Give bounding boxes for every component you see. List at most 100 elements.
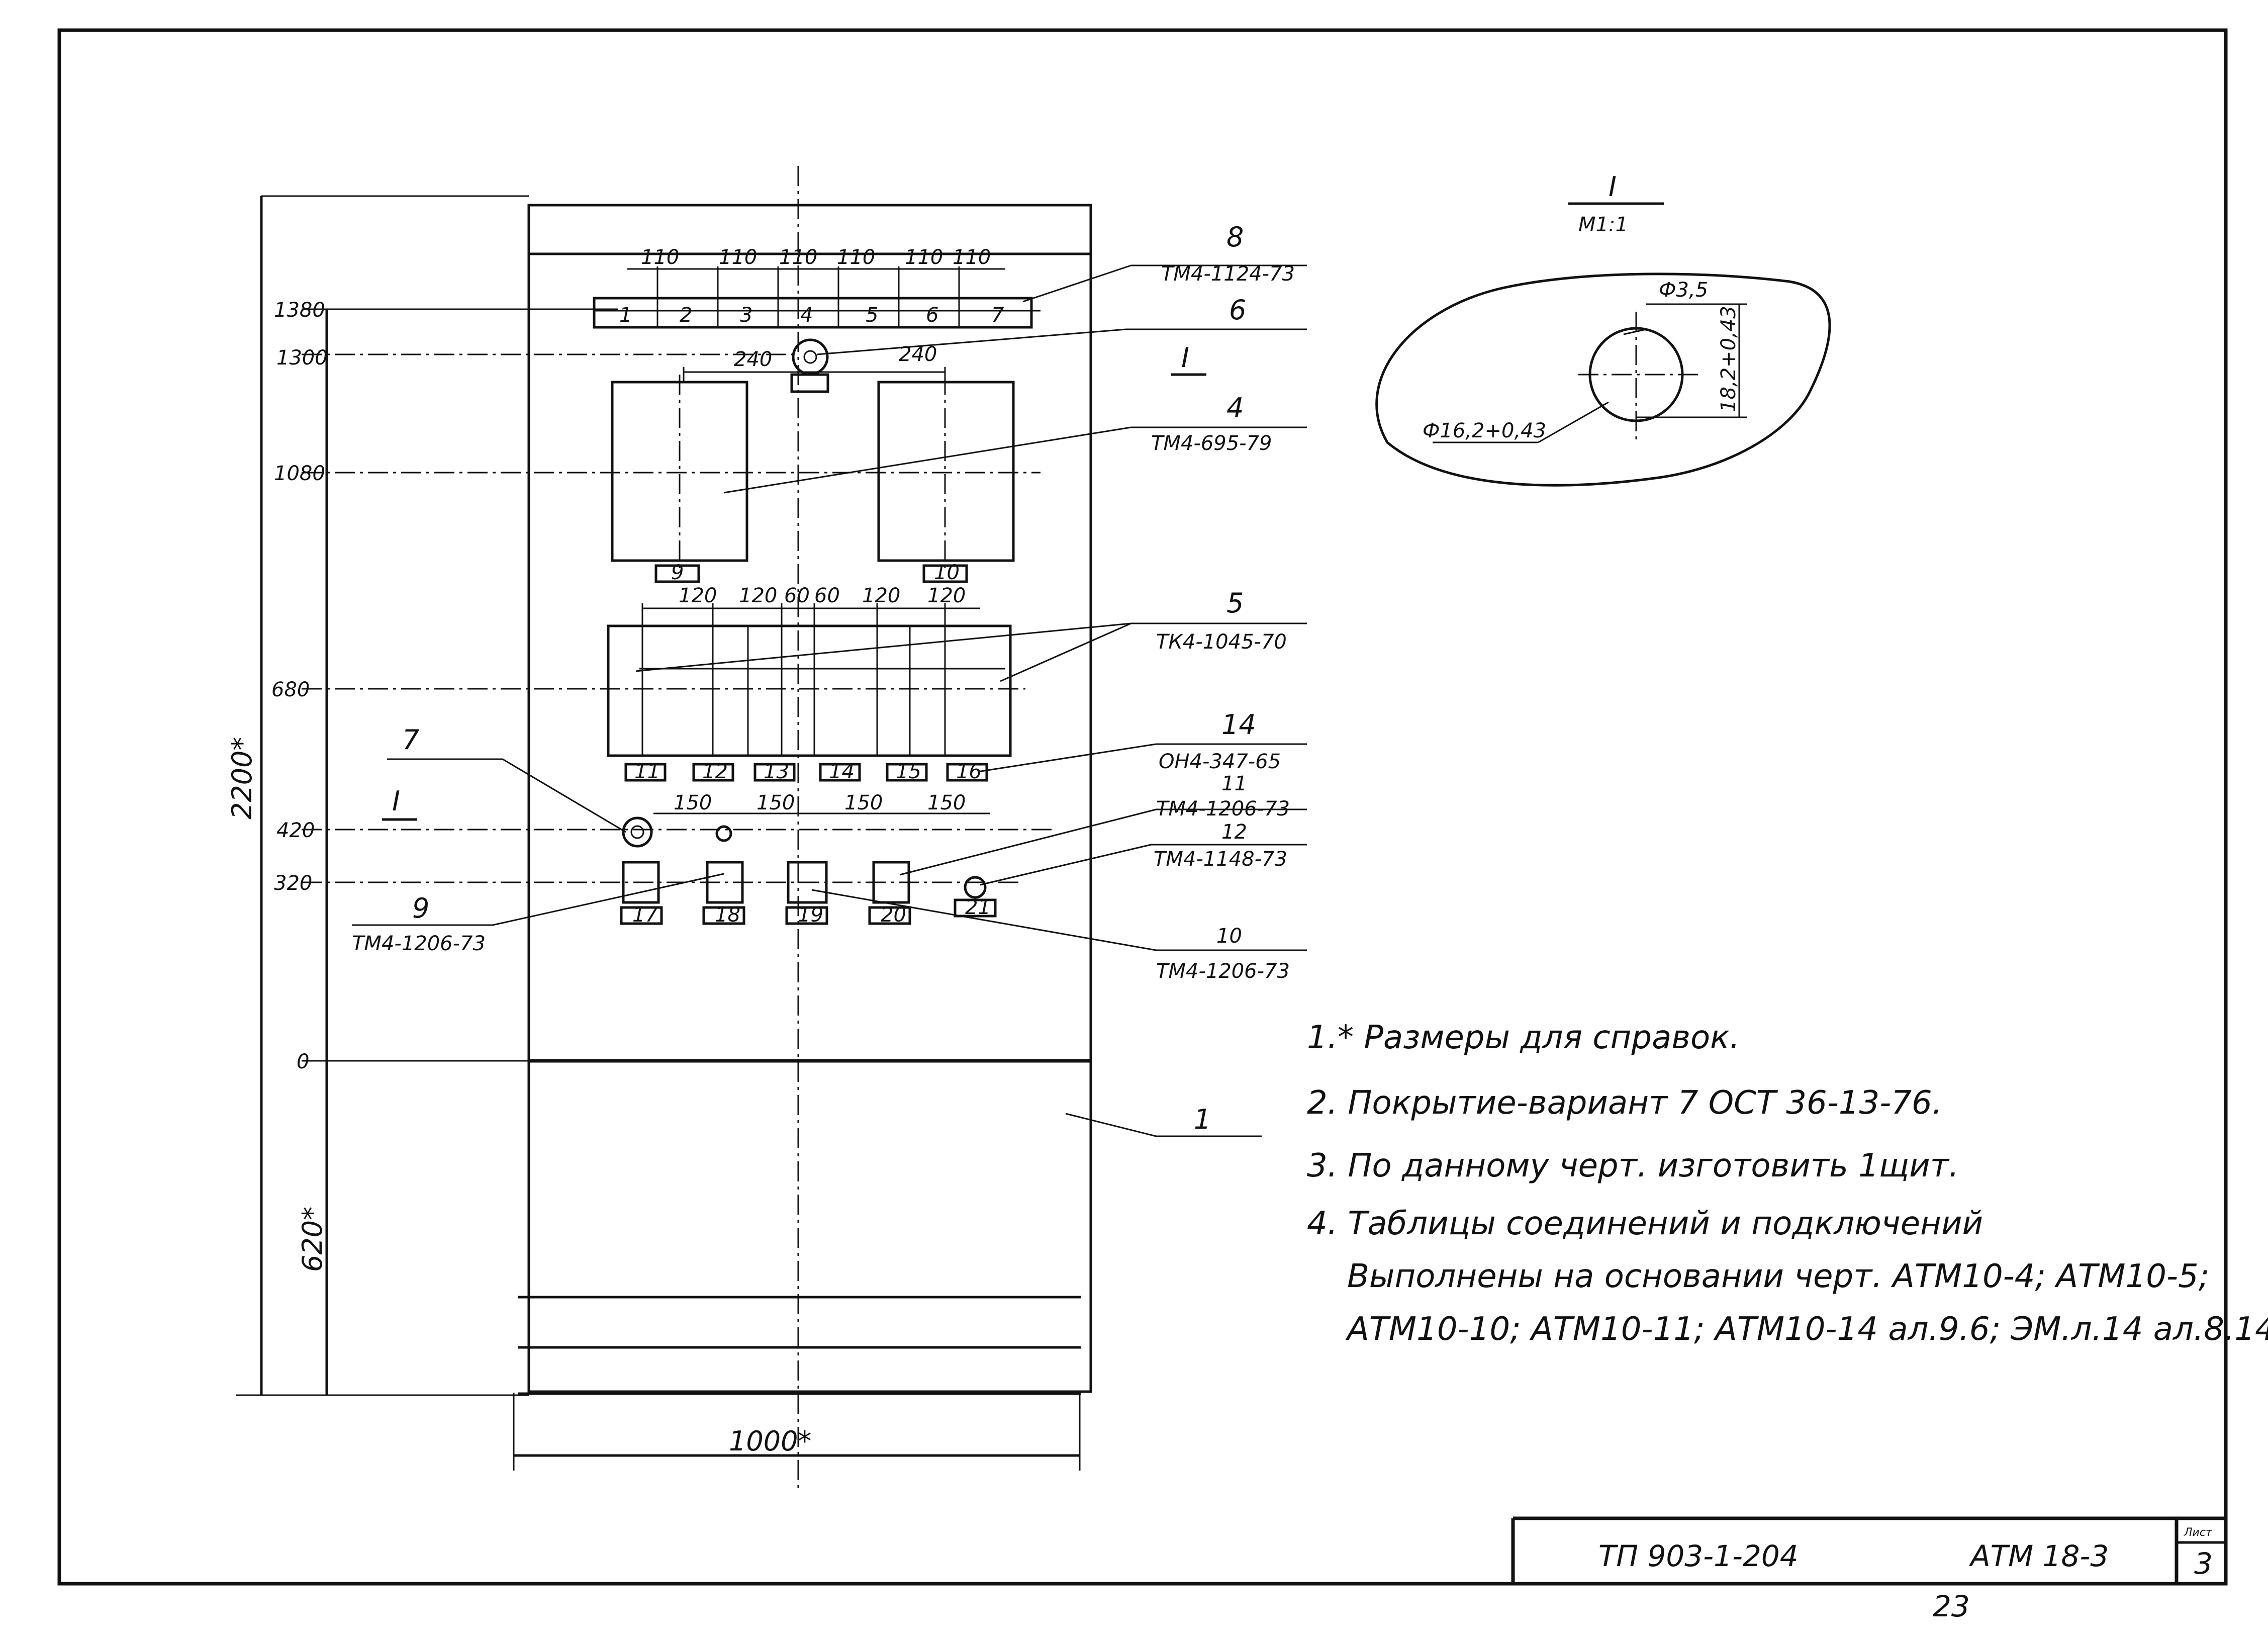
spacing-label: 110 bbox=[641, 246, 679, 269]
box-tag: 10 bbox=[934, 561, 960, 584]
modules-row bbox=[607, 603, 1012, 782]
callout-leaders bbox=[352, 264, 1307, 1137]
terminal-item: 6 bbox=[926, 304, 938, 327]
sheet-number: 3 bbox=[2194, 1546, 2213, 1581]
callout-number: 9 bbox=[412, 892, 429, 924]
panel-front-view bbox=[518, 166, 1092, 1488]
spacing-label: 120 bbox=[739, 584, 777, 607]
module-tag: 16 bbox=[956, 760, 982, 783]
bottom-tag: 21 bbox=[965, 896, 991, 919]
spacing-label: 60 bbox=[784, 584, 810, 607]
module-tag: 13 bbox=[764, 760, 789, 783]
callout-ref: ТМ4-1124-73 bbox=[1161, 262, 1295, 286]
title-block bbox=[1511, 1516, 2226, 1584]
bottom-tag: 19 bbox=[798, 903, 823, 927]
detail-key-dim: 18,2+0,43 bbox=[1717, 306, 1740, 412]
spacing-label: 150 bbox=[674, 791, 712, 814]
detail-hole-small: Ф3,5 bbox=[1659, 279, 1708, 302]
callout-number: 7 bbox=[402, 724, 419, 756]
base-height-dimension: 620* bbox=[297, 1207, 328, 1272]
note-2: 2. Покрытие-вариант 7 ОСТ 36-13-76. bbox=[1307, 1084, 1942, 1122]
callout-ref: ТМ4-1206-73 bbox=[352, 932, 486, 955]
terminal-item: 3 bbox=[740, 304, 752, 327]
note-4-line2: Выполнены на основании черт. АТМ10-4; АТ… bbox=[1347, 1258, 2209, 1295]
detail-view bbox=[1375, 202, 1831, 487]
spacing-label: 240 bbox=[734, 348, 772, 371]
module-tag: 14 bbox=[829, 760, 855, 783]
spacing-label: 120 bbox=[862, 584, 900, 607]
level-label: 420 bbox=[276, 819, 315, 842]
callout-ref: ТК4-1045-70 bbox=[1156, 630, 1287, 654]
terminal-item: 4 bbox=[800, 304, 813, 327]
callout-number: 1 bbox=[1194, 1104, 1211, 1135]
callout-ref: ТМ4-695-79 bbox=[1151, 432, 1272, 455]
spacing-label: 120 bbox=[927, 584, 966, 607]
spacing-label: 150 bbox=[927, 791, 966, 814]
spacing-label: 110 bbox=[953, 246, 991, 269]
note-3: 3. По данному черт. изготовить 1щит. bbox=[1307, 1147, 1959, 1185]
spacing-label: 60 bbox=[814, 584, 840, 607]
section-mark-label: I bbox=[1181, 342, 1189, 374]
lamps-row bbox=[622, 812, 990, 848]
height-dimension: 2200* bbox=[226, 737, 258, 820]
box-tag: 9 bbox=[671, 561, 684, 584]
terminal-item: 7 bbox=[991, 304, 1004, 327]
spacing-label: 120 bbox=[679, 584, 717, 607]
vertical-dimensions bbox=[236, 195, 1056, 1396]
level-label: 320 bbox=[274, 872, 312, 895]
bottom-tag: 20 bbox=[881, 903, 906, 927]
detail-hole-big: Ф16,2+0,43 bbox=[1423, 419, 1546, 442]
spacing-label: 110 bbox=[837, 246, 875, 269]
callout-ref: ТМ4-1148-73 bbox=[1154, 848, 1287, 871]
section-mark bbox=[382, 373, 1206, 821]
level-label: 0 bbox=[297, 1050, 309, 1073]
bottom-tag: 17 bbox=[632, 903, 658, 927]
level-label: 1080 bbox=[274, 462, 325, 485]
callout-number: 4 bbox=[1226, 392, 1244, 424]
terminal-item: 1 bbox=[619, 304, 632, 327]
sheet-code: АТМ 18-3 bbox=[1968, 1539, 2109, 1573]
callout-ref: ОН4-347-65 bbox=[1159, 750, 1281, 773]
width-dimension: 1000* bbox=[513, 1393, 1081, 1471]
callout-number: 8 bbox=[1226, 221, 1244, 253]
sheet-frame bbox=[57, 28, 2228, 1586]
module-tag: 15 bbox=[896, 760, 921, 783]
terminal-item: 5 bbox=[866, 304, 878, 327]
svg-text:1000*: 1000* bbox=[729, 1425, 811, 1457]
level-label: 1300 bbox=[276, 346, 328, 370]
note-4: 4. Таблицы соединений и подключений bbox=[1307, 1205, 1983, 1242]
note-4-line3: АТМ10-10; АТМ10-11; АТМ10-14 ал.9.6; ЭМ.… bbox=[1345, 1311, 2268, 1348]
detail-scale: М1:1 bbox=[1578, 213, 1628, 236]
note-1: 1.* Размеры для справок. bbox=[1307, 1019, 1740, 1056]
bottom-controls bbox=[620, 861, 997, 925]
instrument-box-right bbox=[877, 375, 1015, 583]
level-label: 1380 bbox=[274, 299, 325, 322]
spacing-label: 110 bbox=[905, 246, 943, 269]
spacing-label: 150 bbox=[844, 791, 883, 814]
module-tag: 11 bbox=[634, 760, 660, 783]
spacing-label: 110 bbox=[719, 246, 757, 269]
gauge-6 bbox=[683, 338, 946, 393]
callout-number: 14 bbox=[1221, 709, 1256, 741]
callout-number: 5 bbox=[1226, 587, 1244, 619]
callout-number: 11 bbox=[1221, 772, 1247, 795]
callout-number: 10 bbox=[1216, 925, 1242, 948]
spacing-label: 150 bbox=[757, 791, 795, 814]
page-number: 23 bbox=[1933, 1589, 1970, 1623]
project-code: ТП 903-1-204 bbox=[1598, 1539, 1799, 1573]
bottom-tag: 18 bbox=[715, 903, 740, 927]
level-label: 680 bbox=[271, 678, 310, 701]
spacing-label: 110 bbox=[779, 246, 817, 269]
instrument-box-left bbox=[611, 375, 748, 583]
callout-ref: ТМ4-1206-73 bbox=[1156, 960, 1290, 983]
terminal-item: 2 bbox=[680, 304, 692, 327]
callout-number: 6 bbox=[1229, 294, 1246, 326]
module-tag: 12 bbox=[702, 760, 728, 783]
terminal-strip bbox=[593, 266, 1041, 329]
callout-number: 12 bbox=[1221, 821, 1247, 844]
detail-label: I bbox=[1609, 171, 1617, 203]
section-mark-label: I bbox=[392, 785, 400, 817]
sheet-label: Лист bbox=[2184, 1526, 2213, 1539]
callout-ref: ТМ4-1206-73 bbox=[1156, 797, 1290, 821]
